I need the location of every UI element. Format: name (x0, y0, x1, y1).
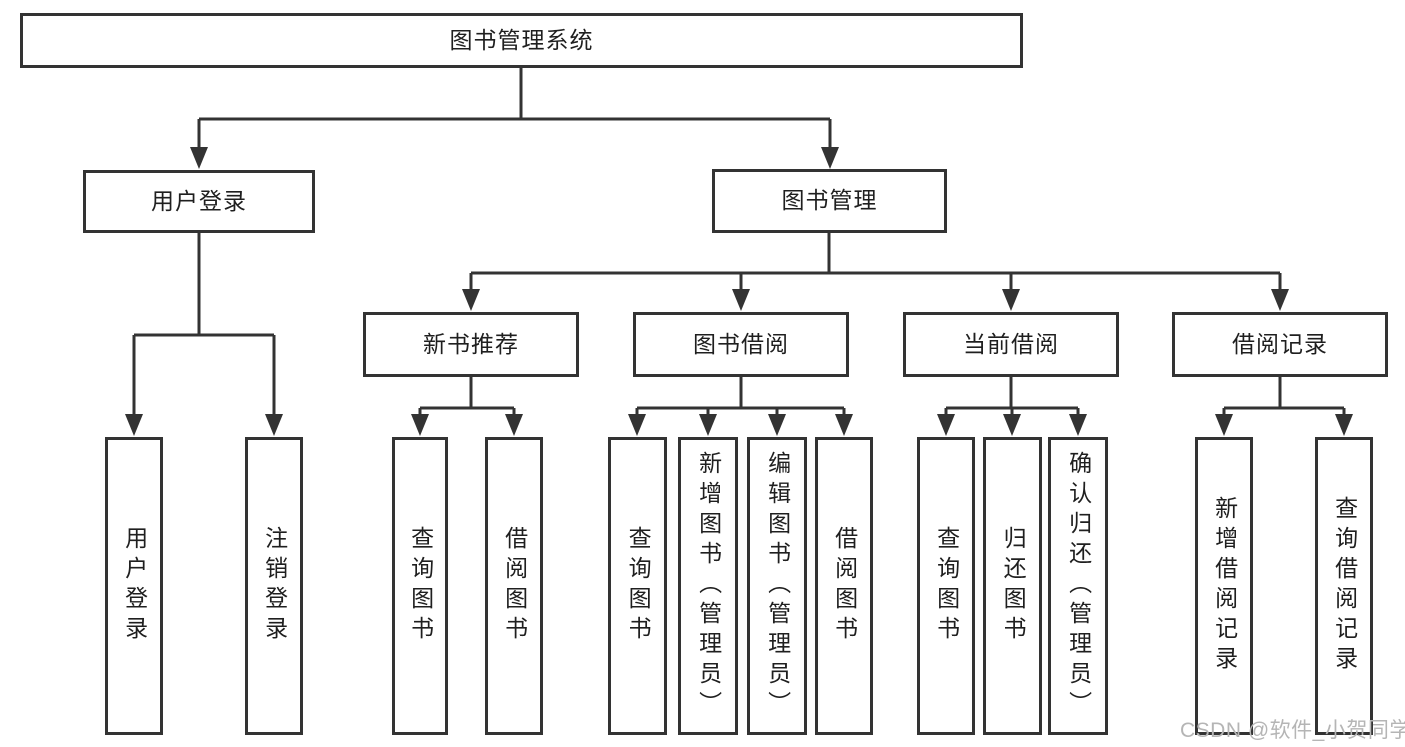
node-book-borrowing: 图书借阅 (633, 312, 849, 377)
node-borrowing-add-books-admin: 新增图书（管理员） (678, 437, 738, 735)
node-user-login-action: 用户登录 (105, 437, 163, 735)
node-root: 图书管理系统 (20, 13, 1023, 68)
connector-user-login (132, 233, 276, 417)
connector-recommendation (418, 377, 516, 417)
connector-root-trunk (197, 67, 832, 150)
node-recommend-borrow-books: 借阅图书 (485, 437, 543, 735)
node-borrowing-query-books: 查询图书 (608, 437, 667, 735)
node-user-login-module: 用户登录 (83, 170, 315, 233)
node-current-confirm-return-admin: 确认归还（管理员） (1048, 437, 1108, 735)
connector-book-management (469, 233, 1282, 292)
connector-borrowing (635, 377, 846, 417)
node-borrowing-records: 借阅记录 (1172, 312, 1388, 377)
connector-current (944, 377, 1080, 417)
node-current-query-books: 查询图书 (917, 437, 975, 735)
node-records-query-record: 查询借阅记录 (1315, 437, 1373, 735)
node-book-management-module: 图书管理 (712, 169, 947, 233)
connector-records (1222, 377, 1346, 417)
node-borrowing-edit-books-admin: 编辑图书（管理员） (747, 437, 807, 735)
node-current-return-books: 归还图书 (983, 437, 1042, 735)
node-current-borrowing: 当前借阅 (903, 312, 1119, 377)
csdn-watermark: CSDN @软件_小贺同学 (1180, 719, 1405, 742)
node-borrowing-borrow-books: 借阅图书 (815, 437, 873, 735)
node-logout-action: 注销登录 (245, 437, 303, 735)
node-records-add-record: 新增借阅记录 (1195, 437, 1253, 735)
node-recommend-query-books: 查询图书 (392, 437, 448, 735)
node-new-book-recommendation: 新书推荐 (363, 312, 579, 377)
